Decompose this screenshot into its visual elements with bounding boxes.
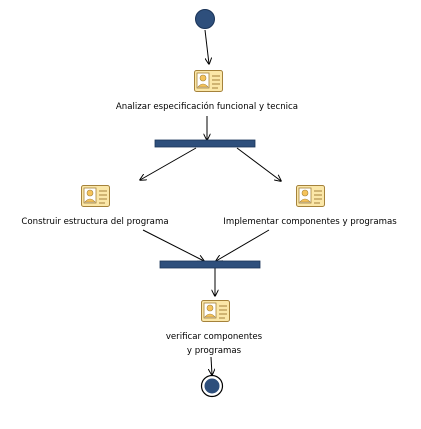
initial-node [195, 9, 215, 29]
edge-construir-to-join [142, 229, 204, 261]
activity-label-construir: Construir estructura del programa [21, 217, 169, 227]
fork-bar [154, 139, 256, 148]
activity-label-implementar: Implementar componentes y programas [223, 217, 397, 227]
activity-icon [194, 70, 223, 92]
edge-fork-to-implementar [236, 147, 281, 181]
activity-label-verificar: verificar componentes y programas [150, 330, 278, 358]
final-node [204, 378, 220, 394]
edge-implementar-to-join [216, 229, 270, 261]
activity-icon [201, 300, 230, 322]
edge-fork-to-construir [140, 147, 197, 180]
activity-icon [296, 185, 325, 207]
edge-start-to-analizar [204, 29, 209, 64]
activity-icon [81, 185, 110, 207]
activity-label-verificar-line2: y programas [186, 346, 242, 356]
activity-label-verificar-line1: verificar componentes [165, 332, 263, 342]
edge-verificar-to-end [211, 356, 212, 375]
join-bar [159, 260, 261, 269]
activity-label-analizar: Analizar especificación funcional y tecn… [115, 102, 299, 112]
